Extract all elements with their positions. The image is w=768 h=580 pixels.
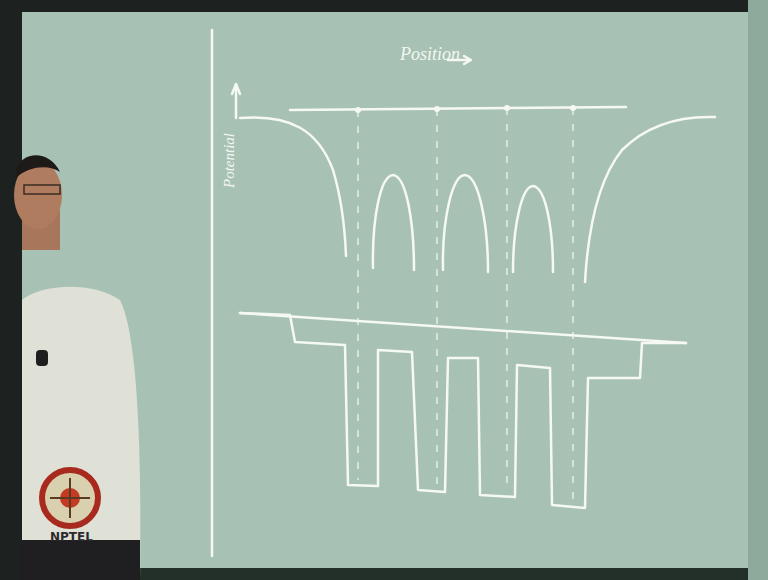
logo-text: NPTEL [50, 530, 93, 544]
nptel-logo [42, 470, 98, 526]
lecturer [14, 155, 140, 580]
axis-label: Position [400, 44, 460, 65]
axis-label: Potential [221, 133, 238, 188]
